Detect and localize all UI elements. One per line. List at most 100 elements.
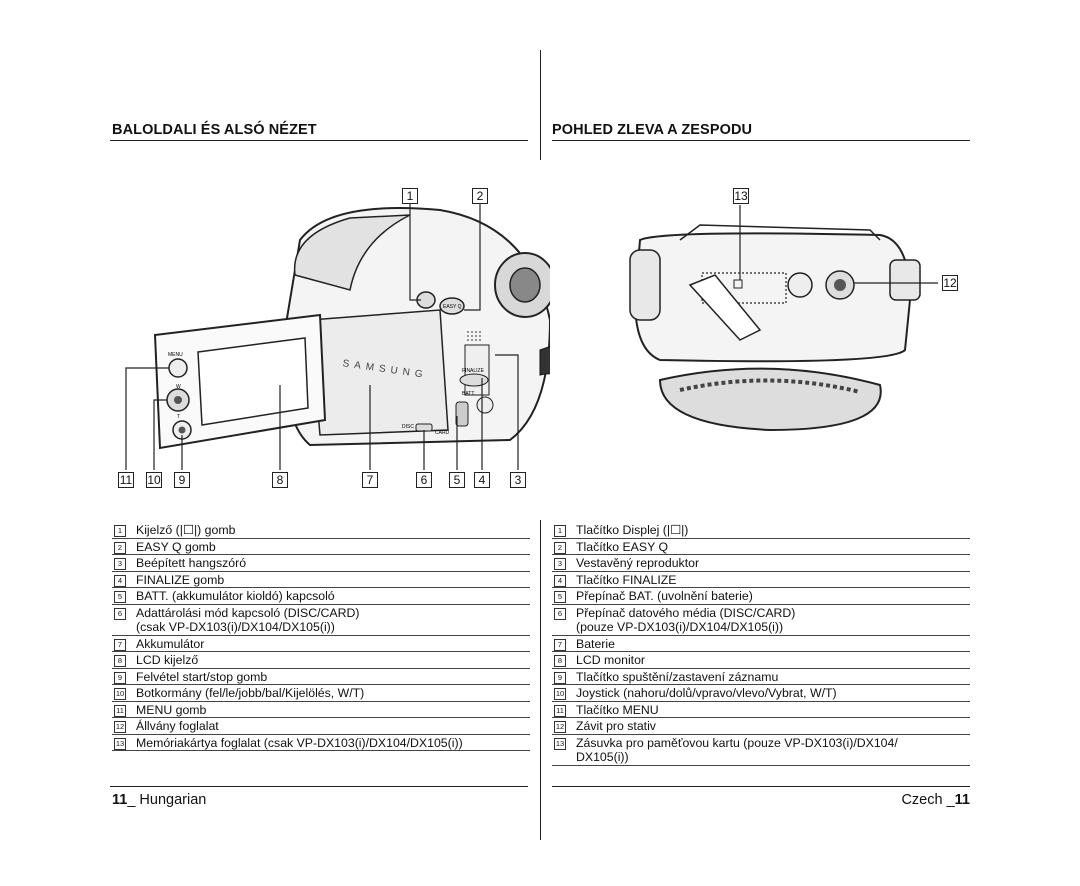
- legend-number: 13: [554, 737, 566, 750]
- legend-text-main: BATT. (akkumulátor kioldó) kapcsoló: [136, 589, 335, 603]
- callout-1: 1: [402, 188, 418, 204]
- legend-number: 3: [114, 558, 126, 570]
- right-footer: Czech _11: [901, 792, 970, 808]
- right-heading-rule: [552, 140, 970, 141]
- legend-text: Memóriakártya foglalat (csak VP-DX103(i)…: [136, 736, 530, 751]
- legend-text-main: Beépített hangszóró: [136, 556, 247, 570]
- legend-text: Botkormány (fel/le/jobb/bal/Kijelölés, W…: [136, 686, 530, 701]
- svg-text:T: T: [177, 414, 180, 420]
- legend-text: BATT. (akkumulátor kioldó) kapcsoló: [136, 589, 530, 604]
- callout-8: 8: [272, 472, 288, 488]
- page-number: 11: [954, 792, 970, 808]
- legend-text: LCD kijelző: [136, 653, 530, 668]
- legend-number: 4: [554, 574, 566, 587]
- legend-item: 5 BATT. (akkumulátor kioldó) kapcsoló: [112, 588, 530, 605]
- legend-number: 6: [554, 607, 566, 620]
- legend-text-main: Tlačítko EASY Q: [576, 539, 669, 554]
- callout-12: 12: [942, 275, 958, 291]
- legend-text-main: Zásuvka pro paměťovou kartu (pouze VP-DX…: [576, 735, 898, 750]
- left-footer-rule: [110, 786, 528, 787]
- legend-number: 4: [114, 574, 126, 587]
- legend-text-main: Baterie: [576, 636, 615, 651]
- legend-text: Adattárolási mód kapcsoló (DISC/CARD)(cs…: [136, 606, 530, 635]
- legend-text: MENU gomb: [136, 703, 530, 718]
- legend-item: 1 Kijelző (|☐|) gomb: [112, 522, 530, 539]
- legend-number: 8: [114, 655, 126, 667]
- svg-text:MENU: MENU: [168, 352, 183, 358]
- footer-language: Czech _: [901, 792, 955, 808]
- legend-item: 3 Vestavěný reproduktor: [552, 555, 970, 572]
- legend-item: 6 Adattárolási mód kapcsoló (DISC/CARD)(c…: [112, 605, 530, 636]
- legend-number: 5: [554, 591, 566, 603]
- footer-language: _ Hungarian: [127, 792, 207, 808]
- legend-text-main: Kijelző (|☐|) gomb: [136, 523, 236, 537]
- legend-text-main: FINALIZE gomb: [136, 572, 225, 587]
- legend-item: 4 FINALIZE gomb: [112, 572, 530, 588]
- legend-item: 7 Akkumulátor: [112, 636, 530, 652]
- legend-text-main: Botkormány (fel/le/jobb/bal/Kijelölés, W…: [136, 686, 365, 700]
- legend-number: 5: [114, 591, 126, 603]
- svg-text:CARD: CARD: [435, 430, 450, 436]
- callout-13: 13: [733, 188, 749, 204]
- legend-text: Přepínač datového média (DISC/CARD)(pouz…: [576, 606, 970, 635]
- legend-text: Akkumulátor: [136, 637, 530, 652]
- callout-4: 4: [474, 472, 490, 488]
- legend-item: 6 Přepínač datového média (DISC/CARD)(pou…: [552, 605, 970, 636]
- legend-text-main: EASY Q gomb: [136, 539, 216, 554]
- legend-text-main: Tlačítko spuštění/zastavení záznamu: [576, 669, 779, 684]
- legend-item: 13 Memóriakártya foglalat (csak VP-DX103(…: [112, 735, 530, 751]
- legend-text: LCD monitor: [576, 653, 970, 668]
- legend-text: Baterie: [576, 637, 970, 652]
- legend-text: Állvány foglalat: [136, 719, 530, 734]
- legend-text-main: LCD kijelző: [136, 653, 199, 667]
- legend-text: EASY Q gomb: [136, 540, 530, 555]
- svg-text:DISC: DISC: [402, 424, 414, 430]
- legend-number: 12: [114, 721, 126, 733]
- legend-number: 8: [554, 655, 566, 667]
- legend-item: 8 LCD kijelző: [112, 652, 530, 669]
- svg-text:EASY Q: EASY Q: [443, 304, 462, 310]
- legend-item: 9 Felvétel start/stop gomb: [112, 669, 530, 685]
- legend-number: 6: [114, 607, 126, 620]
- left-heading: BALOLDALI ÉS ALSÓ NÉZET: [112, 122, 317, 138]
- legend-number: 3: [554, 558, 566, 570]
- legend-item: 12 Závit pro stativ: [552, 718, 970, 735]
- legend-text-sub: (pouze VP-DX103(i)/DX104/DX105(i)): [576, 620, 784, 634]
- callout-10: 10: [146, 472, 162, 488]
- legend-item: 8 LCD monitor: [552, 652, 970, 669]
- legend-text-main: Joystick (nahoru/dolů/vpravo/vlevo/Vybra…: [576, 686, 837, 700]
- legend-number: 10: [554, 688, 566, 700]
- callout-2: 2: [472, 188, 488, 204]
- legend-text-main: Adattárolási mód kapcsoló (DISC/CARD): [136, 605, 360, 620]
- legend-number: 10: [114, 688, 126, 700]
- callout-5: 5: [449, 472, 465, 488]
- legend-number: 7: [114, 638, 126, 651]
- legend-item: 3 Beépített hangszóró: [112, 555, 530, 572]
- legend-number: 13: [114, 737, 126, 750]
- callout-11: 11: [118, 472, 134, 488]
- legend-text-main: Tlačítko MENU: [576, 702, 659, 717]
- camera-bottom-illustration: [629, 205, 938, 432]
- legend-number: 11: [114, 704, 126, 717]
- legend-text-main: Přepínač datového média (DISC/CARD): [576, 605, 796, 620]
- left-heading-rule: [110, 140, 528, 141]
- callout-3: 3: [510, 472, 526, 488]
- legend-text: Kijelző (|☐|) gomb: [136, 523, 530, 538]
- legend-text-main: MENU gomb: [136, 702, 207, 717]
- legend-text: Vestavěný reproduktor: [576, 556, 970, 571]
- legend-number: 12: [554, 721, 566, 733]
- legend-number: 9: [114, 671, 126, 684]
- legend-item: 13 Zásuvka pro paměťovou kartu (pouze VP-…: [552, 735, 970, 766]
- legend-text: Felvétel start/stop gomb: [136, 670, 530, 685]
- legend-text: Závit pro stativ: [576, 719, 970, 734]
- legend-number: 1: [114, 525, 126, 537]
- legend-text: Tlačítko FINALIZE: [576, 573, 970, 588]
- legend-item: 12 Állvány foglalat: [112, 718, 530, 735]
- legend-text-main: Přepínač BAT. (uvolnění baterie): [576, 589, 753, 603]
- legend-text-main: Vestavěný reproduktor: [576, 556, 700, 570]
- page-number: 11: [112, 792, 128, 808]
- legend-text-main: Tlačítko FINALIZE: [576, 572, 677, 587]
